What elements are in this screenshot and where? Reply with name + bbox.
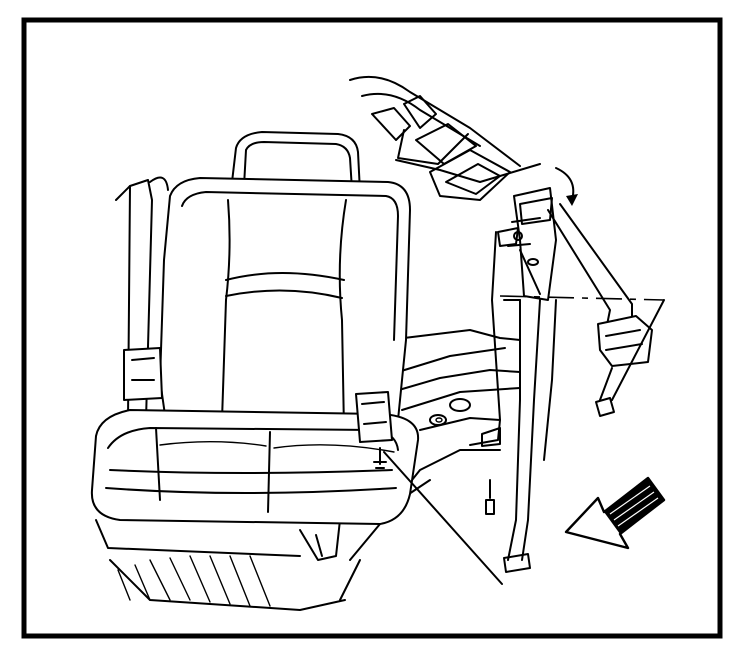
- seat-cushion: [90, 409, 420, 525]
- rear-seat: [90, 131, 420, 525]
- left-buckle: [123, 347, 163, 401]
- front-of-vehicle-arrow-icon: [564, 476, 666, 550]
- belt-guide: [597, 315, 653, 367]
- vehicle-floor: [339, 329, 521, 601]
- belt-retractor: [485, 187, 557, 573]
- seat-rails: [95, 519, 346, 611]
- rotation-arrow-icon: [555, 167, 578, 206]
- right-buckle: [355, 391, 393, 443]
- detail-lines: [383, 249, 665, 585]
- roof-trim: [349, 75, 541, 201]
- headrest: [231, 131, 361, 193]
- seat-back: [159, 177, 411, 441]
- shoulder-belt: [547, 203, 653, 417]
